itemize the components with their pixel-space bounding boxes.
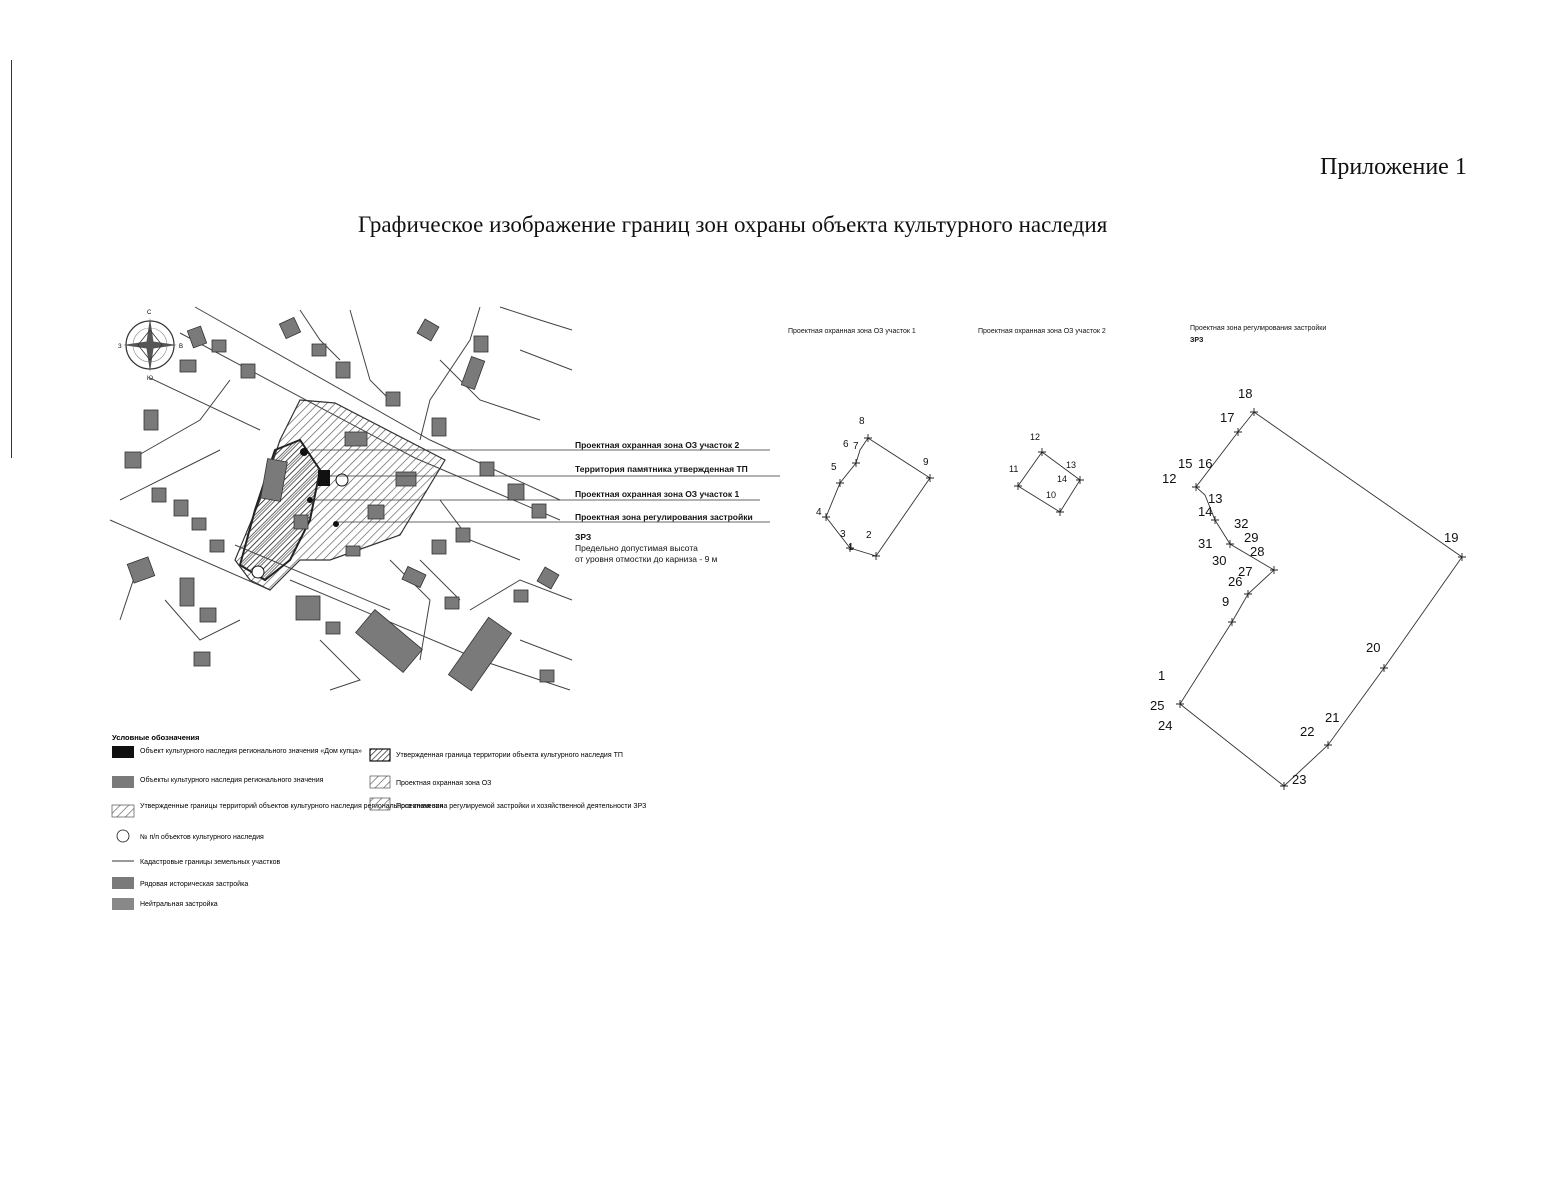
pt-label: 9: [923, 457, 929, 468]
pt-label: 10: [1046, 490, 1056, 500]
pt-label: 31: [1198, 536, 1212, 551]
object-dom-kuptsa: [318, 470, 330, 486]
callout-height-limit-2: от уровня отмостки до карниза - 9 м: [575, 554, 718, 564]
vertex-markers: [822, 408, 1466, 790]
pt-label: 14: [1198, 504, 1212, 519]
callout-leaders: [310, 449, 780, 523]
compass-icon: С З В Ю: [118, 310, 183, 382]
legend-swatch-neutral: [112, 898, 134, 910]
pt-label: 24: [1158, 718, 1172, 733]
pt-label: 28: [1250, 544, 1264, 559]
pt-label: 4: [816, 507, 822, 518]
scheme-2-title: Проектная охранная зона ОЗ участок 2: [978, 328, 1106, 335]
pt-label: 32: [1234, 516, 1248, 531]
pt-label: 6: [843, 439, 849, 450]
callout-zrz-abbr: ЗРЗ: [575, 532, 591, 542]
callout-oz-2: Проектная охранная зона ОЗ участок 2: [575, 440, 739, 450]
legend-item-neutral: Нейтральная застройка: [140, 900, 218, 908]
legend-item-number: № п/п объектов культурного наследия: [140, 833, 264, 841]
map-callouts-notes: Предельно допустимая высота от уровня от…: [575, 543, 718, 564]
pt-label: 25: [1150, 698, 1164, 713]
pt-label: 13: [1066, 460, 1076, 470]
legend-swatch-territory: [111, 804, 135, 818]
site-map: С З В Ю: [109, 306, 780, 692]
legend-item-dom-kuptsa: Объект культурного наследия региональног…: [140, 747, 362, 755]
pt-label: 14: [1057, 474, 1067, 484]
pt-label: 8: [859, 416, 865, 427]
scheme-1-title: Проектная охранная зона ОЗ участок 1: [788, 328, 916, 335]
pt-label: 16: [1198, 456, 1212, 471]
legend-swatch-zrz: [369, 797, 391, 811]
callout-zrz: Проектная зона регулирования застройки: [575, 512, 753, 522]
svg-text:В: В: [179, 344, 183, 350]
legend-item-okn: Объекты культурного наследия регионально…: [140, 776, 324, 784]
legend-swatch-historic: [112, 877, 134, 889]
pt-label: 1: [848, 542, 854, 553]
pt-label: 2: [866, 530, 872, 541]
pt-label: 19: [1444, 530, 1458, 545]
pt-label: 1: [1158, 668, 1165, 683]
legend-item-cadastral: Кадастровые границы земельных участков: [140, 859, 280, 866]
scheme-3-title: Проектная зона регулирования застройки: [1190, 324, 1326, 332]
appendix-label: Приложение 1: [1320, 154, 1467, 180]
scheme-zrz: 18 17 15 16 12 13 14 32 29 31 30 28 27 2…: [1150, 386, 1463, 787]
pt-label: 21: [1325, 710, 1339, 725]
map-callouts: Проектная охранная зона ОЗ участок 2 Тер…: [575, 440, 753, 542]
legend-swatch-number: [116, 829, 130, 843]
scheme-headers: Проектная охранная зона ОЗ участок 1 Про…: [788, 324, 1326, 344]
legend-item-tp: Утвержденная граница территории объекта …: [396, 751, 623, 759]
buildings: [124, 316, 560, 692]
pt-label: 9: [1222, 594, 1229, 609]
legend-item-oz: Проектная охранная зона ОЗ: [396, 780, 491, 787]
pt-label: 12: [1030, 432, 1040, 442]
pt-label: 7: [853, 441, 859, 452]
pt-label: 17: [1220, 410, 1234, 425]
legend-item-historic: Рядовая историческая застройка: [140, 880, 248, 888]
pt-label: 3: [840, 529, 846, 540]
pt-label: 15: [1178, 456, 1192, 471]
pt-label: 29: [1244, 530, 1258, 545]
scheme-oz-1: 8 7 6 5 9 4 3 2 1: [816, 416, 931, 557]
object-markers: [251, 448, 349, 579]
page-margin-rule: [11, 60, 12, 458]
legend-item-zrz: Проектная зона регулируемой застройки и …: [396, 802, 646, 810]
scheme-oz-2: 12 11 13 14 10: [1009, 432, 1081, 513]
pt-label: 27: [1238, 564, 1252, 579]
pt-label: 18: [1238, 386, 1252, 401]
svg-text:С: С: [147, 310, 152, 316]
page-title: Графическое изображение границ зон охран…: [358, 212, 1108, 237]
svg-text:З: З: [118, 344, 122, 350]
legend-swatch-oz: [369, 775, 391, 789]
pt-label: 26: [1228, 574, 1242, 589]
legend-swatch-okn: [112, 776, 134, 788]
svg-text:Ю: Ю: [147, 376, 153, 382]
scheme-3-title-abbr: ЗРЗ: [1190, 337, 1204, 344]
legend: Условные обозначения Объект культурного …: [111, 733, 646, 910]
pt-label: 11: [1009, 464, 1018, 474]
pt-label: 20: [1366, 640, 1380, 655]
pt-label: 22: [1300, 724, 1314, 739]
callout-oz-1: Проектная охранная зона ОЗ участок 1: [575, 489, 739, 499]
legend-swatch-tp: [369, 748, 391, 762]
pt-label: 5: [831, 462, 837, 473]
pt-label: 30: [1212, 553, 1226, 568]
pt-label: 13: [1208, 491, 1222, 506]
legend-title: Условные обозначения: [112, 733, 199, 742]
callout-tp: Территория памятника утвержденная ТП: [575, 464, 748, 474]
legend-swatch-dom-kuptsa: [112, 746, 134, 758]
pt-label: 12: [1162, 471, 1176, 486]
legend-item-territory: Утвержденные границы территорий объектов…: [140, 802, 443, 810]
callout-height-limit: Предельно допустимая высота: [575, 543, 698, 553]
pt-label: 23: [1292, 772, 1306, 787]
